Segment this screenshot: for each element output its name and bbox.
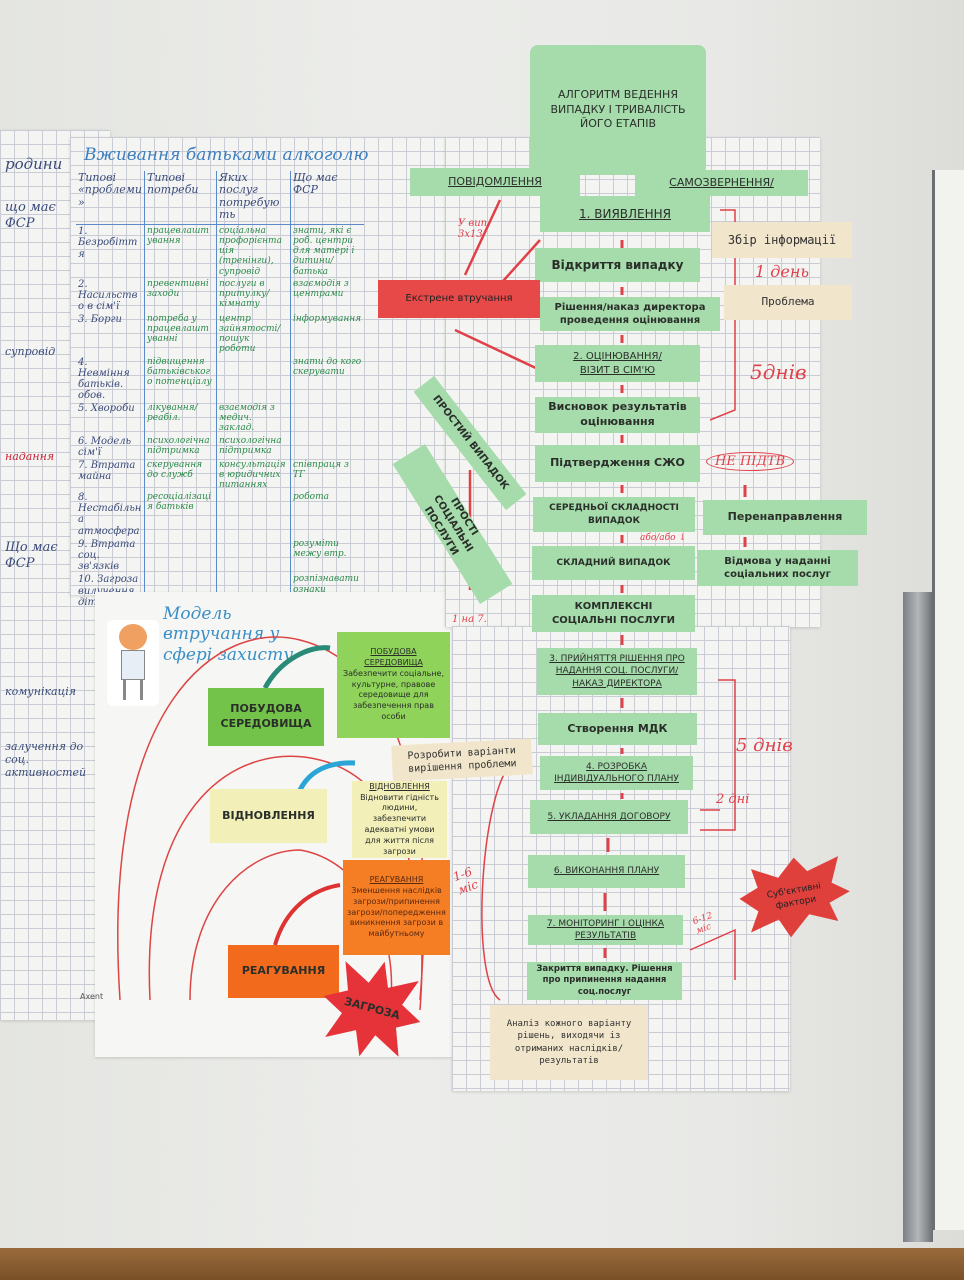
table-cell (290, 434, 364, 459)
building-environment-note: ПОБУДОВА СЕРЕДОВИЩА Забезпечити соціальн… (337, 632, 450, 738)
table-cell: консультація в юридичних питаннях (216, 458, 290, 492)
left-poster: родини що має ФСР супровід надання Що ма… (0, 130, 110, 1020)
table-cell: 3. Борги (78, 314, 122, 326)
medium-case: СЕРЕДНЬОЇ СКЛАДНОСТІ ВИПАДОК (533, 497, 695, 532)
table-cell (290, 402, 364, 435)
self-referral-note: САМОЗВЕРНЕННЯ/ (635, 170, 808, 196)
table-cell: 7. Втрата майна (78, 459, 136, 483)
note-one-in-seven: 1 на 7. (452, 614, 487, 625)
assessment-conclusion: Висновок результатів оцінювання (535, 397, 700, 433)
table-cell: 9. Втрата соц. зв'язків (78, 538, 136, 573)
table-cell: 4. Невміння батьків. обов. (78, 356, 130, 402)
table-header: Що має ФСР (290, 171, 364, 226)
table-cell: соціальна профорієнтація (тренінги), суп… (216, 225, 290, 278)
table-cell: психологічна підтримка (144, 434, 216, 459)
response-label: РЕАГУВАННЯ (228, 945, 339, 998)
table-cell: інформування (290, 313, 364, 356)
table-cell: центр зайнятості/пошук роботи (216, 313, 290, 356)
brand-label: Axent (80, 992, 104, 1001)
info-gathering-note: Збір інформації (712, 222, 852, 258)
table-cell (144, 573, 216, 609)
note-not-confirmed: НЕ ПІДТВ (706, 452, 795, 471)
note-five-days-b: 5 днів (736, 735, 793, 756)
table-cell: знати до кого скерувати (290, 355, 364, 403)
step-3-decision: 3. ПРИЙНЯТТЯ РІШЕННЯ ПРО НАДАННЯ СОЦ. ПО… (537, 648, 697, 695)
table-cell (216, 355, 290, 403)
whiteboard (932, 170, 964, 1230)
note-five-days-a: 5днів (750, 360, 807, 384)
table-cell (216, 537, 290, 574)
table-cell: 8. Нестабільна атмосфера (78, 492, 142, 537)
step-6-plan-execution: 6. ВИКОНАННЯ ПЛАНУ (528, 855, 685, 888)
table-cell: 1. Безробіття (78, 226, 138, 260)
step-5-contract: 5. УКЛАДАННЯ ДОГОВОРУ (530, 800, 688, 834)
model-title: Модель втручання у сфері захисту (163, 604, 294, 665)
boy-illustration (107, 620, 159, 706)
table-cell (144, 537, 216, 574)
building-environment-label: ПОБУДОВА СЕРЕДОВИЩА (208, 688, 324, 746)
table-cell: взаємодія з медич. заклад. (216, 402, 290, 435)
table-cell: 2. Насильство в сім'ї (78, 278, 138, 313)
director-decision: Рішення/наказ директора проведення оціню… (540, 297, 720, 331)
table-cell: скерування до служб (144, 458, 216, 492)
table-cell: 5. Хвороби (78, 403, 135, 415)
note-two-days: 2 дні (716, 792, 750, 807)
response-note: РЕАГУВАННЯ Зменшення наслідків загрози/п… (343, 860, 450, 955)
table-cell (216, 573, 290, 609)
table-cell: 10. Загроза вилучення дітей (78, 574, 139, 608)
table-cell (216, 491, 290, 538)
table-header: Типові потреби (144, 171, 216, 226)
note-one-day: 1 день (755, 262, 810, 281)
notification-note: ПОВІДОМЛЕННЯ (410, 168, 580, 196)
floor (0, 1248, 964, 1280)
step-7-monitoring: 7. МОНІТОРИНГ І ОЦІНКА РЕЗУЛЬТАТІВ (528, 915, 683, 945)
table-cell: потреба у працевлаштуванні (144, 313, 216, 356)
step-1-identification: 1. ВИЯВЛЕННЯ (540, 196, 710, 232)
table-cell: підвищення батьківського потенціалу (144, 355, 216, 403)
flowchart-title: АЛГОРИТМ ВЕДЕННЯ ВИПАДКУ І ТРИВАЛІСТЬ ЙО… (530, 45, 706, 175)
case-closing: Закриття випадку. Рішення про припинення… (527, 962, 682, 1000)
alcohol-table-poster: Вживання батьками алкоголю Типові «пробл… (70, 137, 445, 609)
note-in-case: У вип 3х13 (458, 218, 488, 240)
step-4-individual-plan: 4. РОЗРОБКА ІНДИВІДУАЛЬНОГО ПЛАНУ (540, 756, 693, 790)
sjo-confirmation: Підтвердження СЖО (535, 445, 700, 482)
problem-note: Проблема (724, 285, 852, 320)
table-cell: ресоціалізація батьків (144, 491, 216, 538)
develop-options-note: Розробити варіанти вирішення проблеми (391, 738, 533, 782)
refusal-of-services: Відмова у наданні соціальних послуг (697, 550, 858, 586)
table-cell: взаємодія з центрами (290, 277, 364, 314)
table-title: Вживання батьками алкоголю (84, 145, 369, 165)
table-header: Типові «проблеми» (76, 171, 144, 226)
table-cell: 6. Модель сім'ї (78, 435, 132, 458)
case-opening: Відкриття випадку (535, 248, 700, 282)
table-cell: лікування/реабіл. (144, 402, 216, 435)
table-cell: робота (290, 491, 364, 538)
complex-social-services: КОМПЛЕКСНІ СОЦІАЛЬНІ ПОСЛУГИ (532, 595, 695, 632)
stand-pole (903, 592, 933, 1242)
table-cell: превентивні заходи (144, 277, 216, 314)
table-cell: знати, які є роб. центри для матері і ди… (290, 225, 364, 278)
emergency-intervention: Екстрене втручання (378, 280, 540, 318)
table-cell: розуміти межу втр. (290, 537, 364, 574)
table-cell: співпраця з ТГ (290, 458, 364, 492)
table-header: Яких послуг потребують (216, 171, 290, 226)
complex-case: СКЛАДНИЙ ВИПАДОК (532, 546, 695, 580)
redirection: Перенаправлення (703, 500, 867, 535)
table-cell: психологічна підтримка (216, 434, 290, 459)
analysis-note: Аналіз кожного варіанту рішень, виходячи… (490, 1005, 648, 1080)
table-cell: працевлаштування (144, 225, 216, 278)
note-either-or: або/або ↓ (640, 533, 686, 543)
recovery-label: ВІДНОВЛЕННЯ (210, 789, 327, 843)
step-2-assessment: 2. ОЦІНЮВАННЯ/ ВІЗИТ В СІМ'Ю (535, 345, 700, 382)
mdk-creation: Створення МДК (538, 713, 697, 745)
table-cell: послуги в притулку/кімнату (216, 277, 290, 314)
recovery-note: ВІДНОВЛЕННЯ Відновити гідність людини, з… (352, 781, 447, 858)
